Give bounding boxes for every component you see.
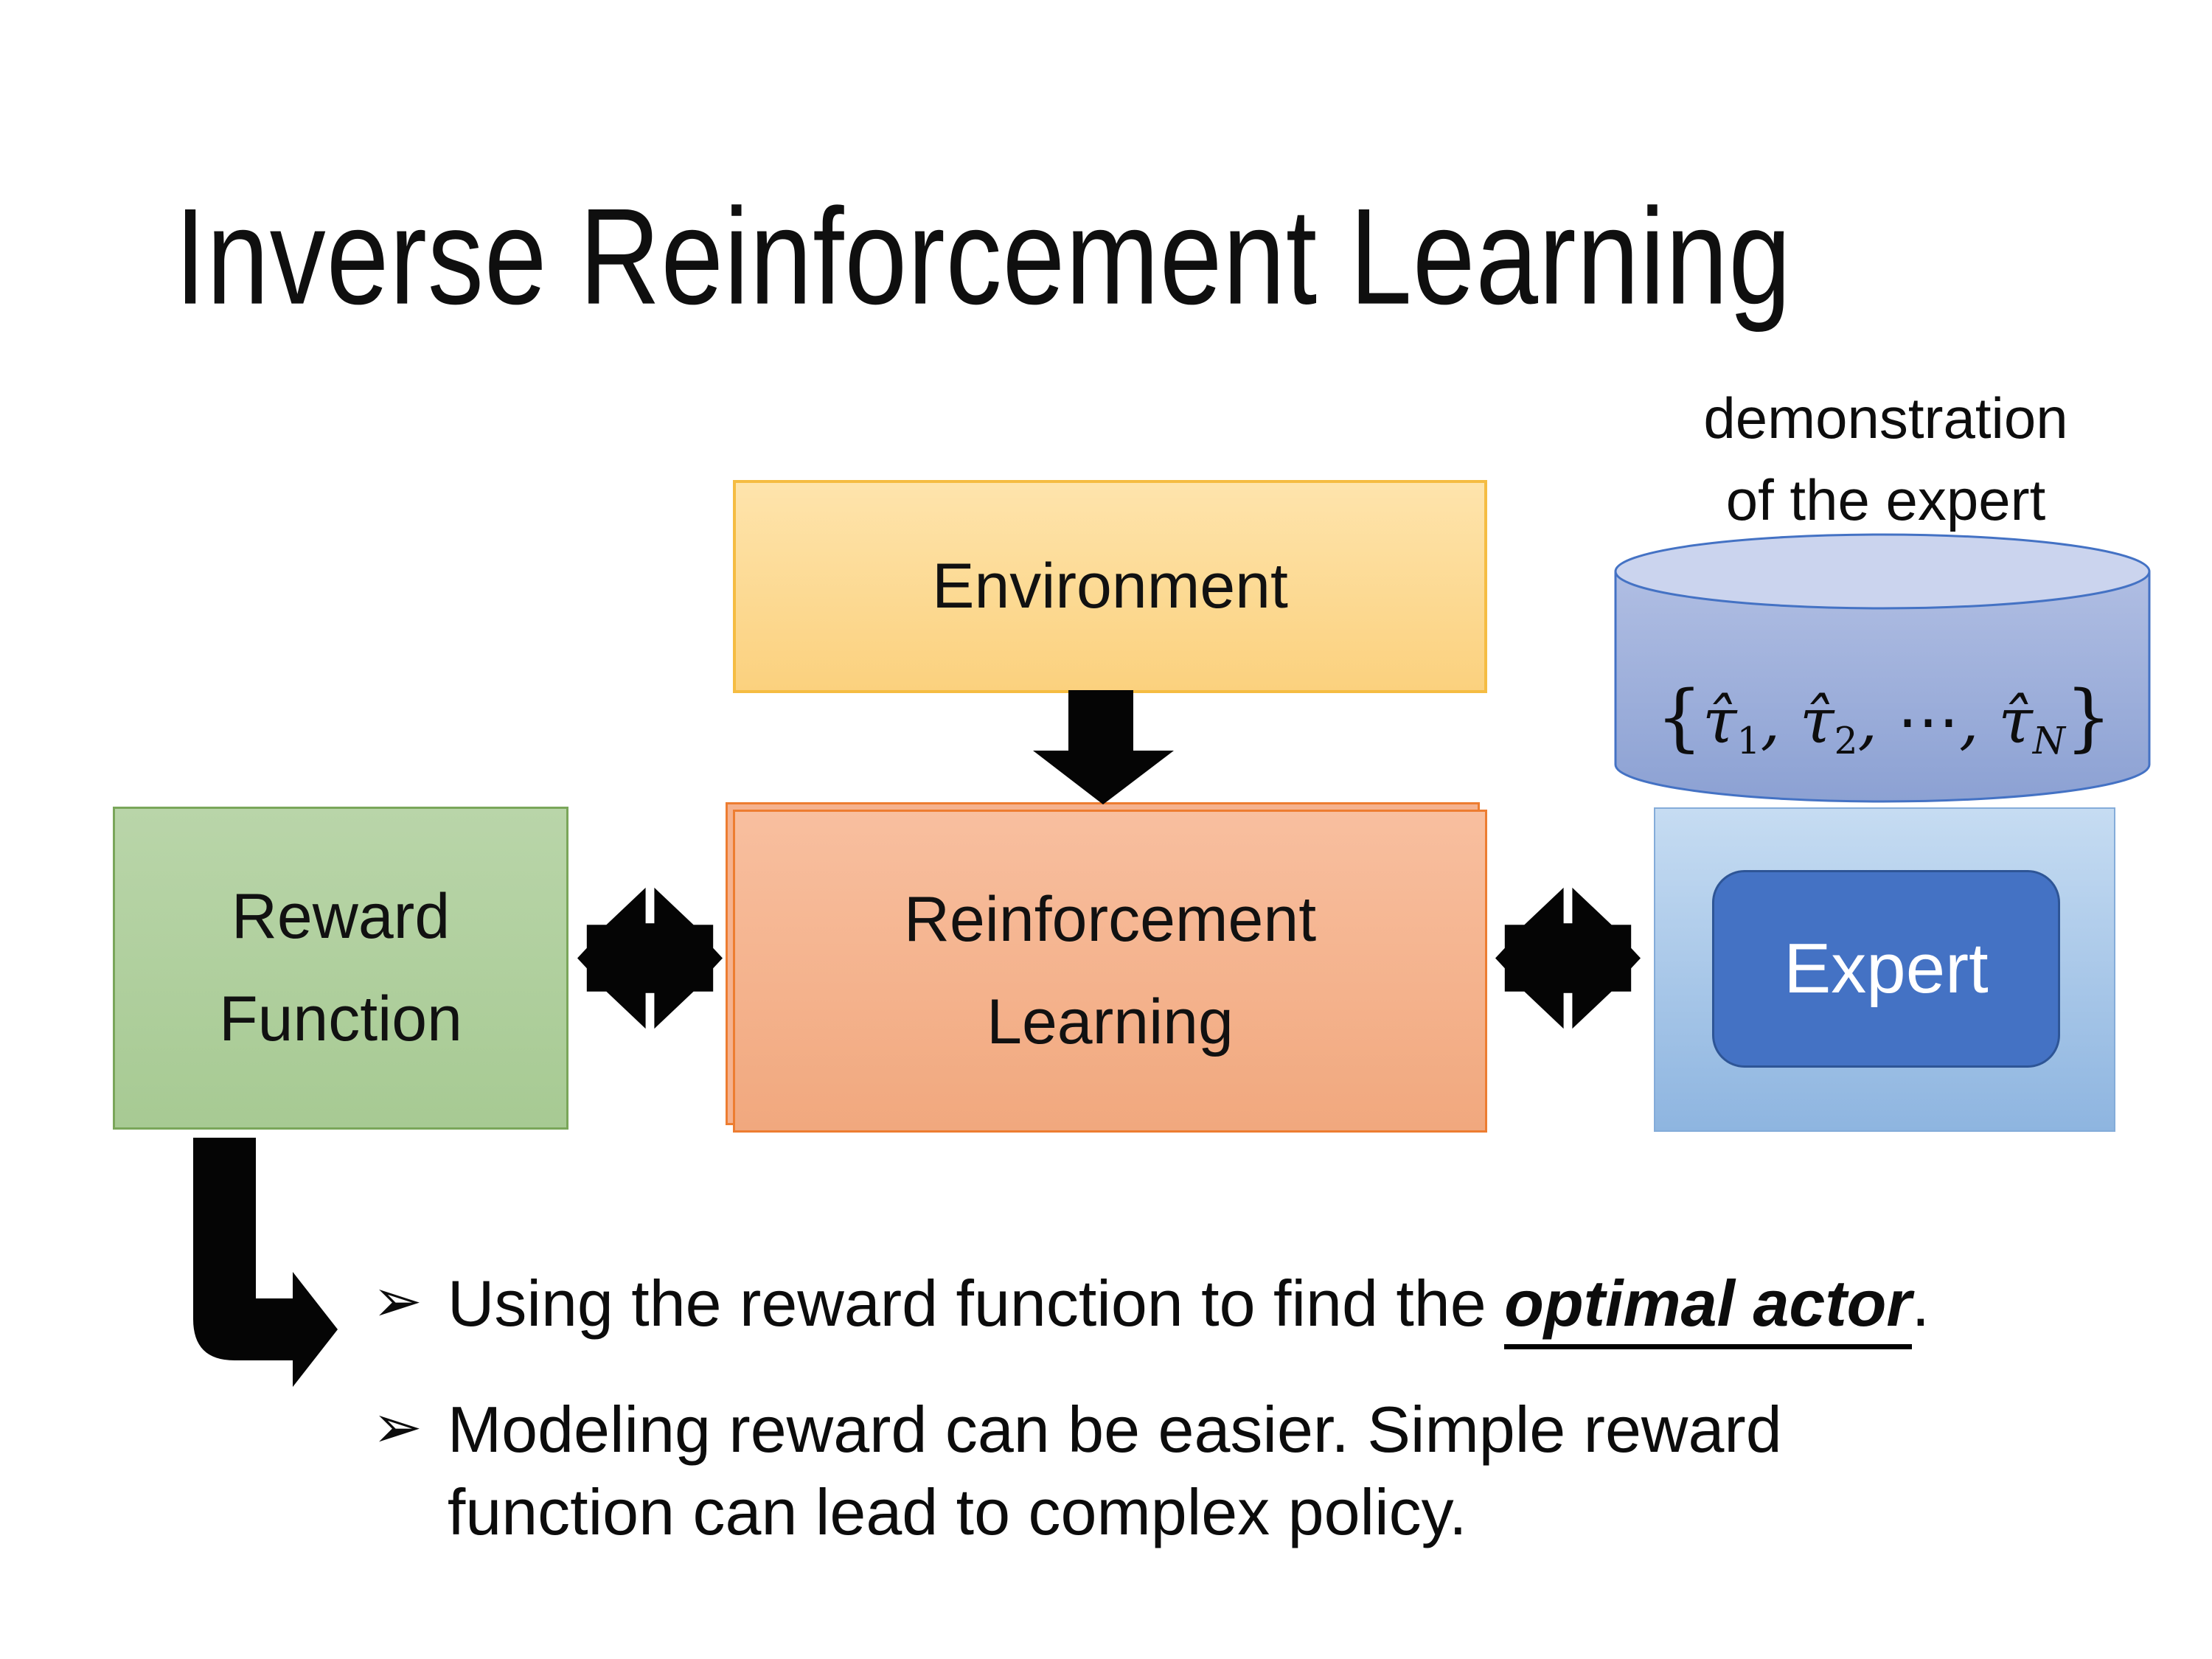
page-title: Inverse Reinforcement Learning <box>175 180 1792 333</box>
down-arrow-icon <box>1033 690 1174 804</box>
bullet-1-text: Using the reward function to find the op… <box>447 1262 1930 1349</box>
demonstration-caption: demonstration of the expert <box>1585 378 2186 541</box>
elbow-arrow-icon <box>193 1138 338 1387</box>
environment-box: Environment <box>733 480 1487 693</box>
demonstration-caption-line2: of the expert <box>1725 467 2046 532</box>
reinforcement-learning-label: Reinforcement Learning <box>904 869 1316 1074</box>
formula-tau1: τ̂ <box>1703 685 1737 757</box>
formula-tau2: τ̂ <box>1800 685 1834 757</box>
expert-box: Expert <box>1712 870 2060 1068</box>
expert-label: Expert <box>1784 929 1989 1008</box>
bullet-arrowhead-icon: ➢ <box>372 1268 422 1335</box>
bullet-1-suffix: . <box>1911 1267 1930 1340</box>
bullet-item-1: ➢ Using the reward function to find the … <box>372 1262 2194 1349</box>
trajectory-formula: {τ̂1, τ̂2, ⋯, τ̂N} <box>1630 675 2138 762</box>
reinforcement-learning-label-line2: Learning <box>987 987 1234 1057</box>
reward-function-box: Reward Function <box>113 807 568 1130</box>
bullet-2-text: Modeling reward can be easier. Simple re… <box>447 1392 1782 1549</box>
reward-function-label-line1: Reward <box>231 880 451 952</box>
demonstration-caption-line1: demonstration <box>1703 386 2068 451</box>
formula-tauN: τ̂ <box>1998 685 2033 757</box>
bullet-list: ➢ Using the reward function to find the … <box>372 1262 2194 1554</box>
reinforcement-learning-label-line1: Reinforcement <box>903 883 1317 955</box>
database-cylinder-icon <box>1614 533 2151 803</box>
formula-comma3: , <box>1958 685 1999 757</box>
formula-subN: N <box>2032 719 2065 763</box>
formula-comma2: , <box>1857 685 1897 757</box>
environment-label: Environment <box>932 550 1288 622</box>
bullet-1-highlight: optimal actor <box>1504 1267 1912 1349</box>
double-arrow-left-icon <box>577 886 723 1031</box>
bullet-item-2: ➢ Modeling reward can be easier. Simple … <box>372 1388 2194 1554</box>
reward-function-label: Reward Function <box>219 866 462 1071</box>
reward-function-label-line2: Function <box>219 984 462 1054</box>
reinforcement-learning-box: Reinforcement Learning <box>733 810 1487 1133</box>
formula-open-brace: { <box>1655 675 1703 760</box>
bullet-arrowhead-icon: ➢ <box>372 1394 422 1461</box>
formula-comma1: , <box>1760 685 1800 757</box>
formula-sub2: 2 <box>1834 719 1858 763</box>
formula-sub1: 1 <box>1736 719 1761 763</box>
formula-close-brace: } <box>2065 675 2112 760</box>
formula-dots: ⋯ <box>1896 685 1959 757</box>
bullet-1-prefix: Using the reward function to find the <box>447 1267 1505 1340</box>
double-arrow-right-icon <box>1495 886 1641 1031</box>
